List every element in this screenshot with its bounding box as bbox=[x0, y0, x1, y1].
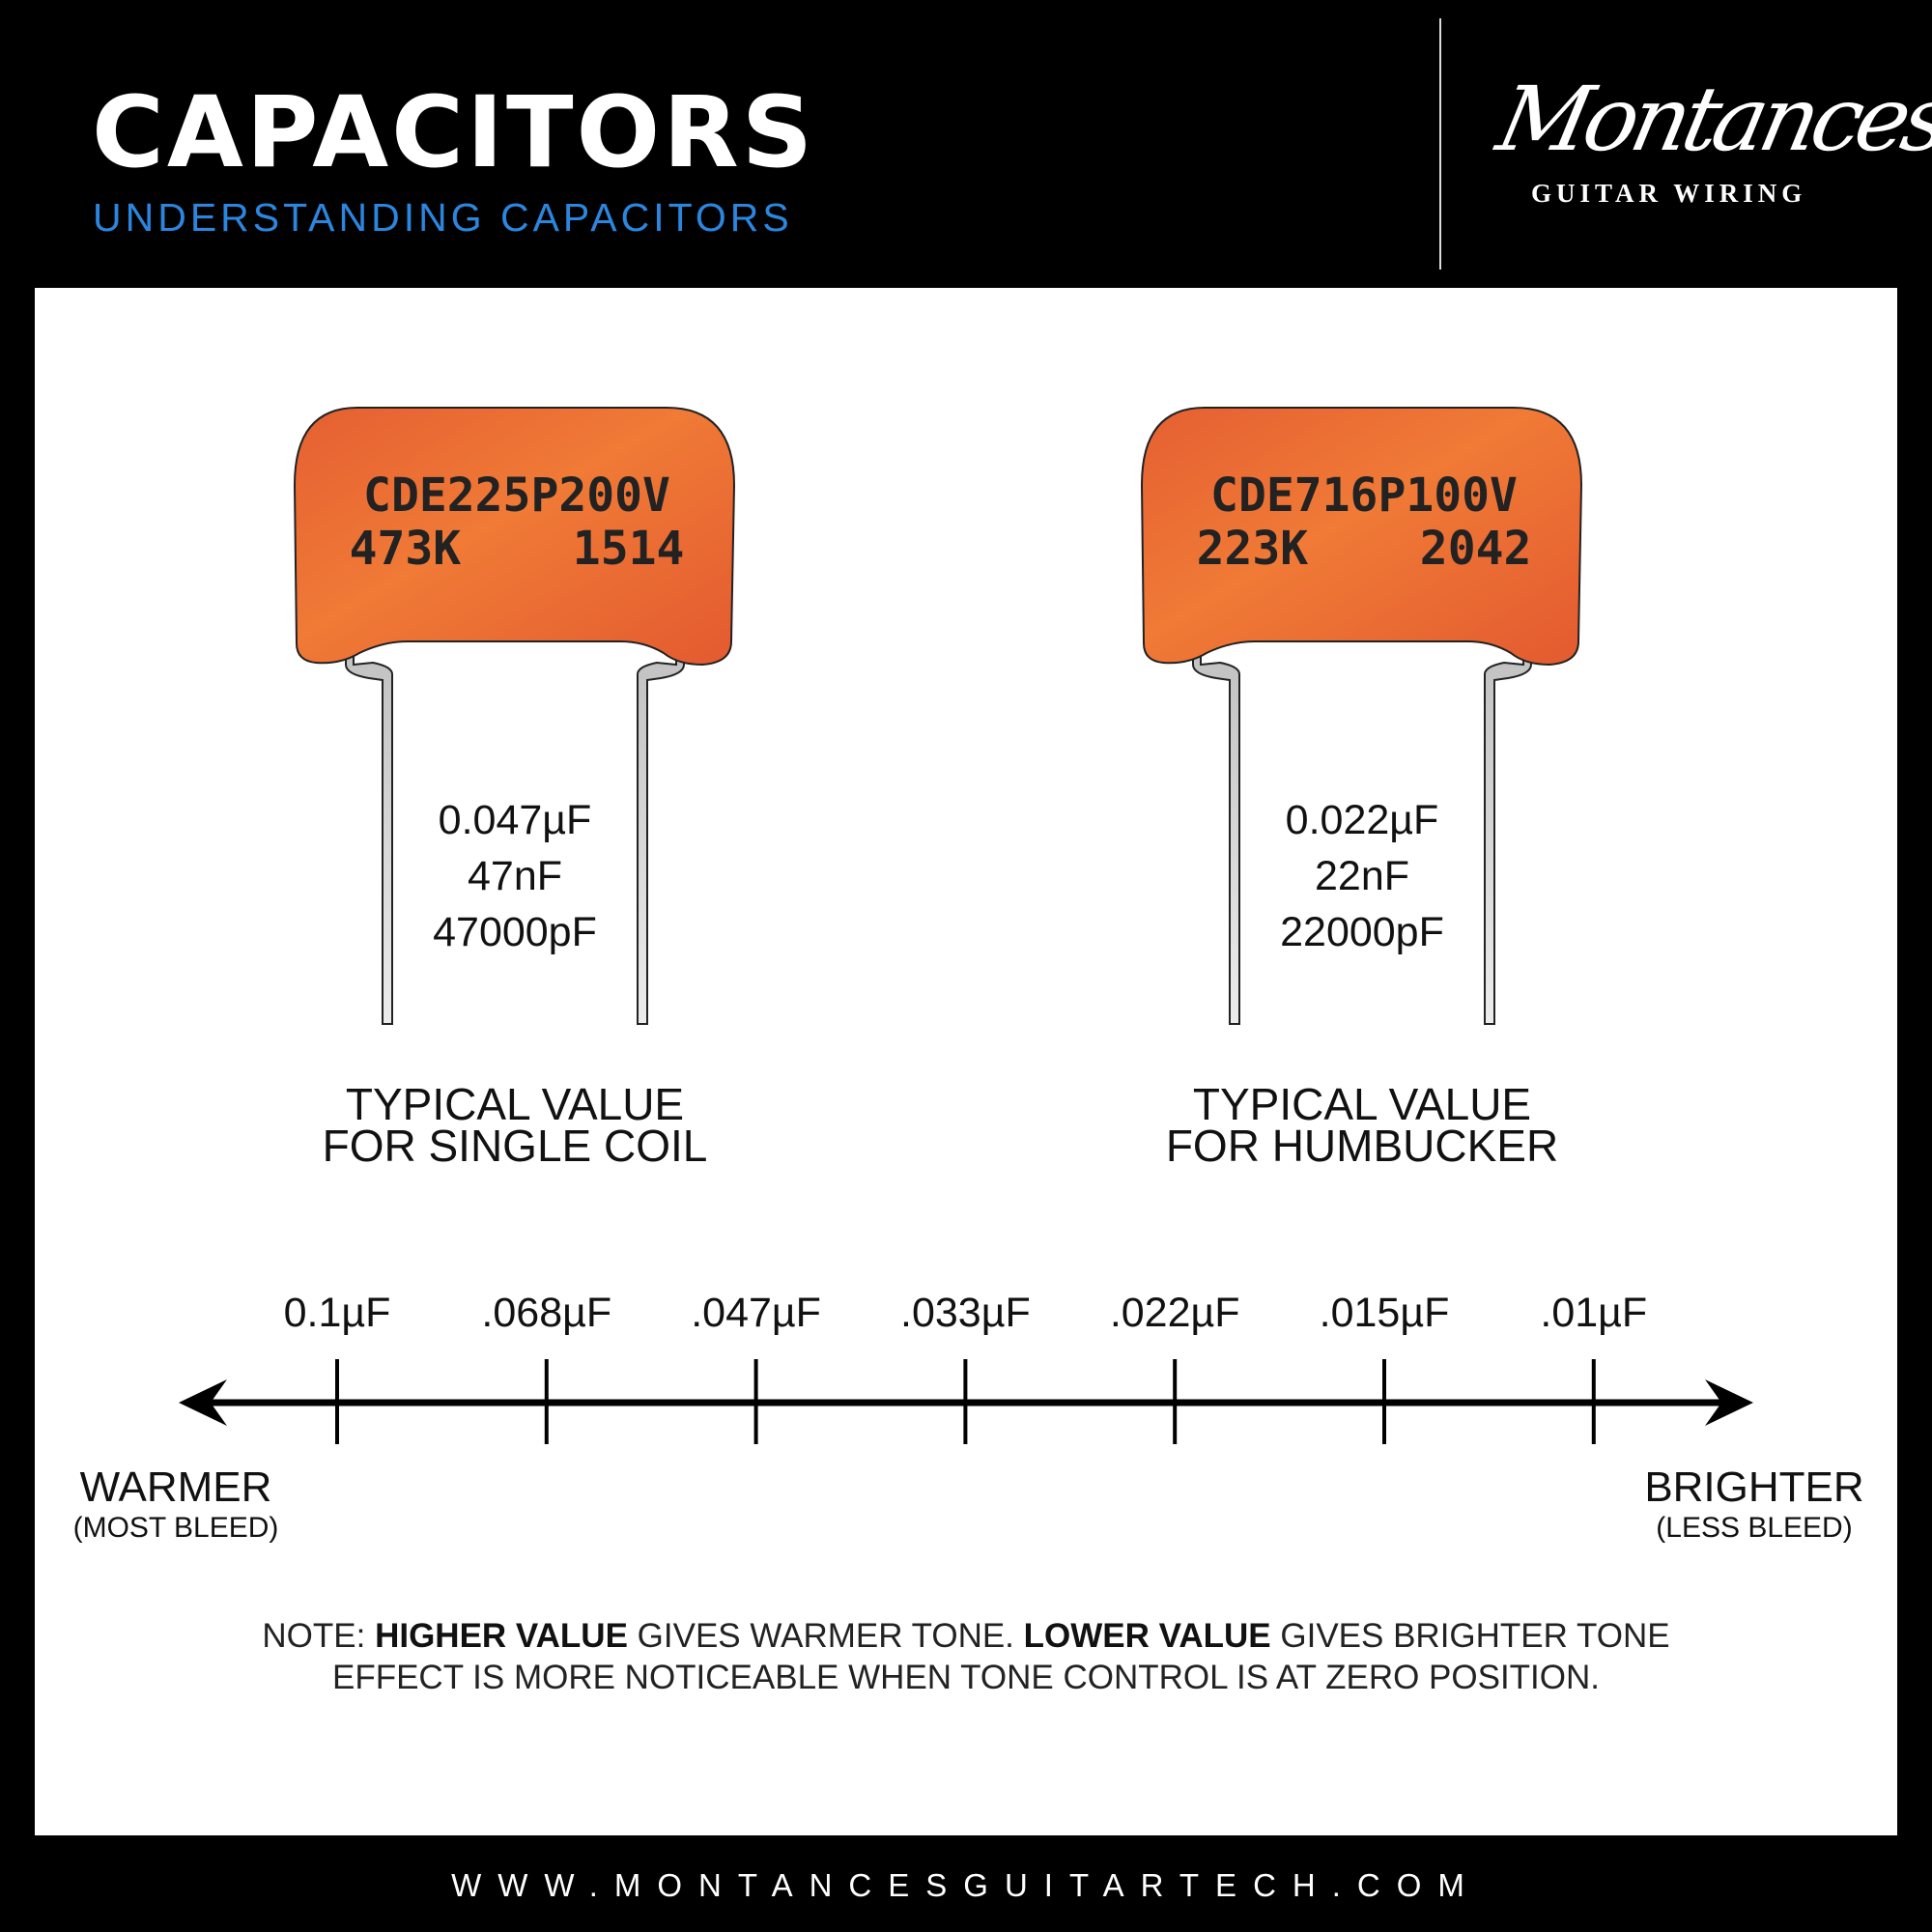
tone-scale-axis bbox=[179, 1359, 1753, 1444]
scale-tick-label: .015µF bbox=[1319, 1290, 1450, 1336]
caption-single-coil: TYPICAL VALUE FOR SINGLE COIL bbox=[225, 1079, 805, 1171]
page-subtitle: UNDERSTANDING CAPACITORS bbox=[93, 195, 793, 240]
caption-line1: TYPICAL VALUE bbox=[345, 1079, 685, 1129]
note-bold-higher: HIGHER VALUE bbox=[375, 1617, 628, 1655]
caption-line1: TYPICAL VALUE bbox=[1192, 1079, 1532, 1129]
caption-line2: FOR HUMBUCKER bbox=[1165, 1121, 1559, 1171]
brighter-subtext: (LESS BLEED) bbox=[1656, 1512, 1853, 1544]
brighter-label: BRIGHTER (LESS BLEED) bbox=[1609, 1463, 1899, 1545]
capacitor-values-humbucker: 0.022µF 22nF 22000pF bbox=[1169, 792, 1555, 960]
page-title: CAPACITORS bbox=[92, 75, 816, 190]
brand-logo: Montances bbox=[1489, 68, 1932, 171]
header-divider bbox=[1439, 18, 1441, 270]
capacitor-values-single-coil: 0.047µF 47nF 47000pF bbox=[322, 792, 708, 960]
capacitor-code-value: 473K bbox=[349, 522, 462, 576]
scale-tick-label: .022µF bbox=[1109, 1290, 1240, 1336]
value-nf: 22nF bbox=[1314, 853, 1409, 899]
note-suffix: GIVES BRIGHTER TONE bbox=[1270, 1617, 1670, 1655]
caption-line2: FOR SINGLE COIL bbox=[322, 1121, 708, 1171]
arrow-left-icon bbox=[179, 1379, 227, 1426]
capacitor-code-date: 2042 bbox=[1419, 522, 1532, 576]
scale-tick-label: .033µF bbox=[900, 1290, 1031, 1336]
capacitor-code-line2: 223K 2042 bbox=[1137, 522, 1591, 576]
scale-tick-label: .047µF bbox=[691, 1290, 821, 1336]
note-mid: GIVES WARMER TONE. bbox=[627, 1617, 1024, 1655]
capacitor-code-line2: 473K 1514 bbox=[290, 522, 744, 576]
capacitor-code-date: 1514 bbox=[572, 522, 685, 576]
footer-url[interactable]: WWW.MONTANCESGUITARTECH.COM bbox=[451, 1867, 1481, 1903]
note-prefix: NOTE: bbox=[262, 1617, 376, 1655]
brand-tagline: GUITAR WIRING bbox=[1531, 179, 1807, 208]
value-pf: 22000pF bbox=[1280, 909, 1444, 955]
capacitor-code-line1: CDE716P100V bbox=[1210, 469, 1518, 523]
note: NOTE: HIGHER VALUE GIVES WARMER TONE. LO… bbox=[0, 1615, 1932, 1698]
warmer-label: WARMER (MOST BLEED) bbox=[31, 1463, 321, 1545]
caption-humbucker: TYPICAL VALUE FOR HUMBUCKER bbox=[1072, 1079, 1652, 1171]
capacitor-code-line1: CDE225P200V bbox=[363, 469, 670, 523]
value-uf: 0.022µF bbox=[1285, 797, 1439, 843]
warmer-text: WARMER bbox=[79, 1463, 272, 1511]
scale-tick-label: .068µF bbox=[481, 1290, 612, 1336]
capacitor-icon bbox=[1140, 407, 1583, 1025]
scale-tick-label: .01µF bbox=[1540, 1290, 1648, 1336]
note-line1: NOTE: HIGHER VALUE GIVES WARMER TONE. LO… bbox=[0, 1615, 1932, 1657]
value-uf: 0.047µF bbox=[438, 797, 592, 843]
scale-tick-label: 0.1µF bbox=[283, 1290, 391, 1336]
capacitor-icon bbox=[293, 407, 736, 1025]
note-bold-lower: LOWER VALUE bbox=[1023, 1617, 1271, 1655]
value-nf: 47nF bbox=[467, 853, 562, 899]
capacitor-single-coil: CDE225P200V 473K 1514 bbox=[290, 406, 744, 1043]
note-line2: EFFECT IS MORE NOTICEABLE WHEN TONE CONT… bbox=[331, 1659, 1601, 1696]
capacitor-code-value: 223K bbox=[1196, 522, 1309, 576]
brighter-text: BRIGHTER bbox=[1644, 1463, 1864, 1511]
warmer-subtext: (MOST BLEED) bbox=[72, 1512, 279, 1544]
arrow-right-icon bbox=[1705, 1379, 1753, 1426]
capacitor-humbucker: CDE716P100V 223K 2042 bbox=[1137, 406, 1591, 1043]
value-pf: 47000pF bbox=[433, 909, 597, 955]
